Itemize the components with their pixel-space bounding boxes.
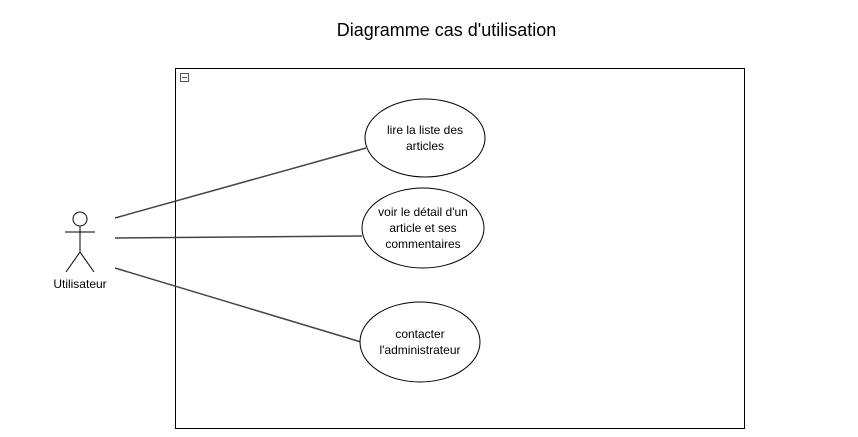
use-case-label-1: lire la liste des articles: [386, 123, 464, 153]
use-case-ellipse-3[interactable]: [359, 301, 481, 383]
actor-head: [72, 211, 88, 227]
association-line-2[interactable]: [114, 235, 363, 239]
association-line-3[interactable]: [114, 267, 362, 343]
actor-label: Utilisateur: [53, 277, 107, 291]
actor-figure[interactable]: [65, 211, 95, 273]
actor-right-leg: [79, 251, 95, 273]
use-case-label-3: contacter l'administrateur: [379, 327, 461, 357]
use-case-ellipse-2[interactable]: [361, 187, 485, 269]
use-case-ellipse-1[interactable]: [364, 98, 486, 178]
minus-box-icon[interactable]: [180, 73, 189, 82]
use-case-label-2: voir le détail d'un article et ses comme…: [378, 205, 468, 251]
diagram-title: Diagramme cas d'utilisation: [336, 20, 557, 40]
actor-left-leg: [65, 251, 81, 273]
association-line-1[interactable]: [114, 147, 367, 219]
